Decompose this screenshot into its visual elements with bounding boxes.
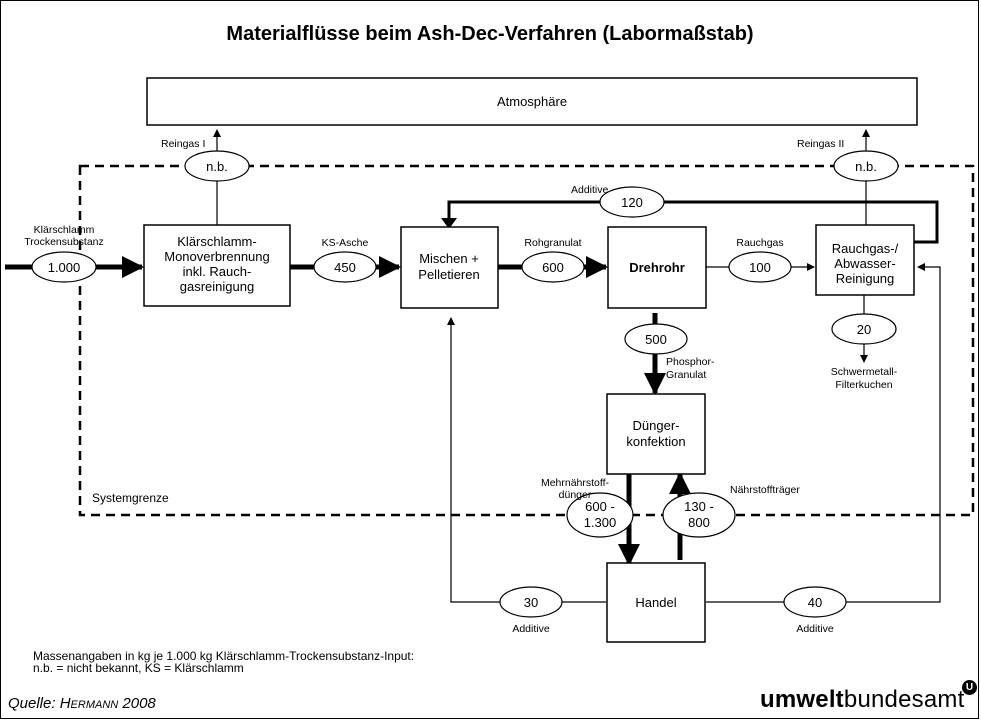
label-rauchgas: Rauchgas: [736, 237, 783, 249]
svg-text:Reinigung: Reinigung: [836, 271, 895, 286]
label-phosphor-2: Granulat: [666, 369, 706, 381]
flow-additive-loop-value: 120: [599, 186, 665, 218]
footnote-line-1: Massenangaben in kg je 1.000 kg Klärschl…: [33, 649, 415, 663]
umweltbundesamt-logo: umweltbundesamt: [760, 686, 965, 713]
svg-text:Atmosphäre: Atmosphäre: [497, 94, 567, 109]
flow-input-value: 1.000: [31, 251, 97, 283]
svg-text:20: 20: [857, 322, 871, 337]
fertilizer-box: Dünger- konfektion: [606, 393, 706, 475]
flow-reingas-2-value: n.b.: [833, 150, 899, 182]
label-phosphor-1: Phosphor-: [666, 356, 715, 368]
label-filterkuchen-2: Filterkuchen: [835, 379, 892, 391]
label-mehrnaehrstoff-2: dünger: [559, 489, 592, 501]
svg-text:Klärschlamm-: Klärschlamm-: [177, 234, 256, 249]
trade-box: Handel: [606, 562, 706, 643]
svg-text:450: 450: [334, 260, 356, 275]
svg-text:Drehrohr: Drehrohr: [629, 260, 685, 275]
label-additive-right: Additive: [796, 623, 834, 635]
flow-ks-asche-value: 450: [313, 251, 377, 283]
label-reingas-1: Reingas I: [161, 138, 205, 150]
logo-mark-icon: U: [962, 680, 977, 695]
svg-text:Dünger-: Dünger-: [633, 418, 680, 433]
additive-left-line: [447, 317, 606, 603]
svg-text:Monoverbrennung: Monoverbrennung: [164, 249, 270, 264]
system-boundary: [78, 164, 975, 517]
svg-text:Abwasser-: Abwasser-: [834, 256, 895, 271]
system-boundary-label: Systemgrenze: [92, 491, 169, 505]
additive-right-line: [706, 263, 941, 603]
additive-loop-arrowhead: [441, 218, 457, 229]
label-additive-left: Additive: [512, 623, 550, 635]
label-mehrnaehrstoff-1: Mehrnährstoff-: [541, 477, 610, 489]
label-rohgranulat: Rohgranulat: [524, 237, 581, 249]
label-ks-asche: KS-Asche: [322, 237, 369, 249]
incineration-box: Klärschlamm- Monoverbrennung inkl. Rauch…: [143, 224, 291, 307]
svg-text:40: 40: [808, 595, 822, 610]
source-citation: Quelle: Hermann 2008: [8, 695, 156, 712]
flow-mehrnaehrstoff-value: 600 - 1.300: [566, 492, 634, 538]
diagram-title: Materialflüsse beim Ash-Dec-Verfahren (L…: [226, 23, 753, 45]
svg-text:Rauchgas-/: Rauchgas-/: [832, 241, 899, 256]
svg-text:600 -: 600 -: [585, 499, 615, 514]
svg-text:Mischen +: Mischen +: [419, 251, 479, 266]
atmosphere-box: Atmosphäre: [146, 77, 918, 126]
flow-additive-right-value: 40: [783, 586, 847, 618]
svg-text:500: 500: [645, 332, 667, 347]
svg-text:30: 30: [524, 595, 538, 610]
svg-text:1.300: 1.300: [584, 515, 617, 530]
svg-text:130 -: 130 -: [684, 499, 714, 514]
footnote-line-2: n.b. = nicht bekannt, KS = Klärschlamm: [33, 661, 244, 675]
mixing-box: Mischen + Pelletieren: [400, 226, 499, 309]
flow-additive-left-value: 30: [499, 586, 563, 618]
svg-text:n.b.: n.b.: [855, 159, 877, 174]
flow-rauchgas-value: 100: [728, 251, 792, 283]
svg-text:100: 100: [749, 260, 771, 275]
flow-phosphor-value: 500: [624, 323, 688, 355]
svg-text:1.000: 1.000: [48, 260, 81, 275]
label-naehrstofftraeger: Nährstoffträger: [730, 484, 800, 496]
flow-filterkuchen-value: 20: [831, 313, 897, 345]
svg-text:gasreinigung: gasreinigung: [180, 279, 254, 294]
flow-naehrstofftraeger-value: 130 - 800: [662, 492, 736, 538]
label-reingas-2: Reingas II: [797, 138, 844, 150]
label-input-1: Klärschlamm: [34, 224, 95, 236]
svg-text:n.b.: n.b.: [206, 159, 228, 174]
label-filterkuchen-1: Schwermetall-: [831, 366, 898, 378]
flow-rohgranulat-value: 600: [521, 251, 585, 283]
svg-text:konfektion: konfektion: [626, 434, 685, 449]
label-additive-loop: Additive: [571, 184, 609, 196]
svg-text:Pelletieren: Pelletieren: [418, 267, 479, 282]
svg-text:Handel: Handel: [635, 595, 676, 610]
svg-text:800: 800: [688, 515, 710, 530]
flow-reingas-1-value: n.b.: [184, 150, 250, 182]
label-input-2: Trockensubstanz: [24, 236, 104, 248]
svg-text:120: 120: [621, 195, 643, 210]
svg-text:inkl. Rauch-: inkl. Rauch-: [183, 264, 252, 279]
rotary-kiln-box: Drehrohr: [607, 226, 707, 309]
additive-loop-line: [447, 200, 939, 244]
svg-text:600: 600: [542, 260, 564, 275]
flue-gas-box: Rauchgas-/ Abwasser- Reinigung: [815, 224, 915, 296]
